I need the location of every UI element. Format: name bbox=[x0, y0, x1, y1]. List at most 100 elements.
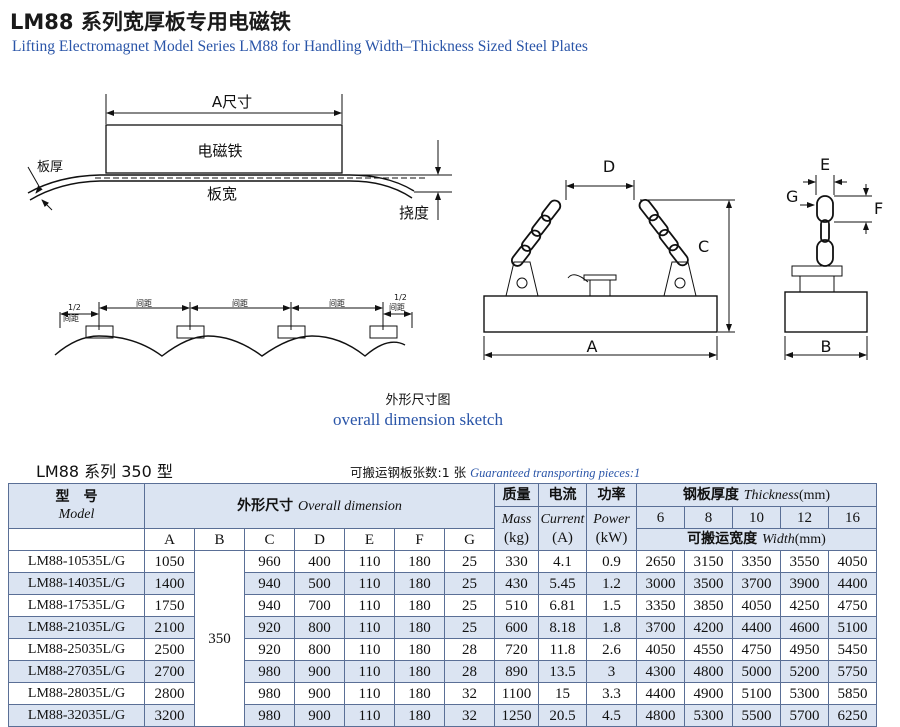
cell-f: 180 bbox=[394, 704, 445, 727]
cell-current: 15 bbox=[538, 682, 587, 705]
header-width-unit: (mm) bbox=[794, 532, 826, 547]
header-current-unit: (A) bbox=[552, 529, 573, 546]
cell-c: 980 bbox=[244, 660, 295, 683]
table-row: LM88-25035L/G 2500 920 800 110 180 28 72… bbox=[8, 638, 877, 661]
header-width-en: Width bbox=[762, 532, 795, 547]
cell-mass: 430 bbox=[494, 572, 539, 595]
front-view-drawing bbox=[483, 180, 735, 360]
header-thickness-en: Thickness bbox=[743, 487, 799, 503]
cell-d: 800 bbox=[294, 616, 345, 639]
header-model-spacer bbox=[8, 528, 145, 551]
cell-model: LM88-32035L/G bbox=[8, 704, 145, 727]
header-col-f: F bbox=[394, 528, 445, 551]
dim-label-f: F bbox=[874, 199, 883, 218]
cell-width: 3150 bbox=[684, 550, 733, 573]
label-half-right-word: 间距 bbox=[389, 303, 405, 312]
cell-c: 940 bbox=[244, 594, 295, 617]
series-title: LM88 系列 350 型 bbox=[36, 462, 173, 481]
cell-current: 6.81 bbox=[538, 594, 587, 617]
cell-power: 3 bbox=[586, 660, 637, 683]
cell-g: 25 bbox=[444, 572, 495, 595]
cell-d: 800 bbox=[294, 638, 345, 661]
cell-power: 1.2 bbox=[586, 572, 637, 595]
label-thickness: 板厚 bbox=[37, 160, 63, 175]
cell-g: 28 bbox=[444, 638, 495, 661]
cell-current: 8.18 bbox=[538, 616, 587, 639]
dim-label-e: E bbox=[820, 155, 830, 174]
cell-width: 5850 bbox=[828, 682, 877, 705]
cell-g: 32 bbox=[444, 704, 495, 727]
cell-e: 110 bbox=[344, 660, 395, 683]
cell-mass: 720 bbox=[494, 638, 539, 661]
cell-f: 180 bbox=[394, 660, 445, 683]
cell-model: LM88-28035L/G bbox=[8, 682, 145, 705]
cell-width: 3700 bbox=[636, 616, 685, 639]
cell-a: 1050 bbox=[144, 550, 195, 573]
sketch-caption-cn: 外形尺寸图 bbox=[385, 393, 451, 408]
cell-width: 4950 bbox=[780, 638, 829, 661]
header-current: Current (A) bbox=[538, 506, 587, 551]
cell-g: 32 bbox=[444, 682, 495, 705]
header-power-en: Power bbox=[593, 511, 630, 527]
cell-width: 4400 bbox=[828, 572, 877, 595]
cell-width: 3350 bbox=[732, 550, 781, 573]
pieces-note: 可搬运钢板张数:1 张 Guaranteed transporting piec… bbox=[350, 462, 640, 481]
header-mass-en: Mass bbox=[501, 511, 532, 527]
header-current-cn: 电流 bbox=[538, 483, 587, 507]
cell-a: 2100 bbox=[144, 616, 195, 639]
header-thick-16: 16 bbox=[828, 506, 877, 529]
cell-e: 110 bbox=[344, 704, 395, 727]
table-row: LM88-10535L/G 1050 350 960 400 110 180 2… bbox=[8, 550, 877, 727]
header-power-unit: (kW) bbox=[595, 529, 628, 546]
table-row: LM88-21035L/G 2100 920 800 110 180 25 60… bbox=[8, 616, 877, 639]
cell-power: 4.5 bbox=[586, 704, 637, 727]
label-deflection: 挠度 bbox=[399, 204, 429, 222]
cell-power: 0.9 bbox=[586, 550, 637, 573]
cell-width: 4750 bbox=[828, 594, 877, 617]
cell-e: 110 bbox=[344, 682, 395, 705]
dim-label-d: D bbox=[603, 157, 615, 176]
cell-f: 180 bbox=[394, 550, 445, 573]
table-row: LM88-28035L/G 2800 980 900 110 180 32 11… bbox=[8, 682, 877, 705]
cell-width: 3350 bbox=[636, 594, 685, 617]
cell-a: 3200 bbox=[144, 704, 195, 727]
cell-c: 980 bbox=[244, 704, 295, 727]
cell-width: 5700 bbox=[780, 704, 829, 727]
cell-g: 28 bbox=[444, 660, 495, 683]
cell-f: 180 bbox=[394, 638, 445, 661]
header-power-cn: 功率 bbox=[586, 483, 637, 507]
cell-current: 4.1 bbox=[538, 550, 587, 573]
header-width-cn: 可搬运宽度 bbox=[687, 531, 758, 547]
header-thick-10: 10 bbox=[732, 506, 781, 529]
header-mass-cn: 质量 bbox=[494, 483, 539, 507]
dim-label-b: B bbox=[821, 337, 832, 356]
cell-width: 4050 bbox=[732, 594, 781, 617]
cell-width: 5100 bbox=[828, 616, 877, 639]
cell-width: 5300 bbox=[780, 682, 829, 705]
cell-e: 110 bbox=[344, 638, 395, 661]
cell-width: 3000 bbox=[636, 572, 685, 595]
cell-d: 500 bbox=[294, 572, 345, 595]
cell-width: 4300 bbox=[636, 660, 685, 683]
label-spacing-1: 间距 bbox=[136, 299, 152, 308]
cell-width: 3900 bbox=[780, 572, 829, 595]
cell-power: 2.6 bbox=[586, 638, 637, 661]
cell-width: 4800 bbox=[684, 660, 733, 683]
header-dimension: 外形尺寸 Overall dimension bbox=[144, 483, 495, 529]
dim-label-c: C bbox=[698, 237, 709, 256]
cell-width: 4900 bbox=[684, 682, 733, 705]
cell-width: 4050 bbox=[828, 550, 877, 573]
spacing-drawing bbox=[54, 302, 413, 357]
cell-width: 4550 bbox=[684, 638, 733, 661]
cell-current: 13.5 bbox=[538, 660, 587, 683]
cell-power: 1.5 bbox=[586, 594, 637, 617]
cell-model: LM88-14035L/G bbox=[8, 572, 145, 595]
cell-power: 3.3 bbox=[586, 682, 637, 705]
cell-width: 4200 bbox=[684, 616, 733, 639]
header-thick-6: 6 bbox=[636, 506, 685, 529]
end-view-drawing bbox=[784, 175, 872, 360]
cell-width: 5300 bbox=[684, 704, 733, 727]
cell-width: 4600 bbox=[780, 616, 829, 639]
cell-d: 900 bbox=[294, 660, 345, 683]
dimension-sketch: A尺寸 电磁铁 板厚 板宽 挠度 1/2 间距 间距 间距 间距 1/2 间距 … bbox=[27, 93, 883, 360]
